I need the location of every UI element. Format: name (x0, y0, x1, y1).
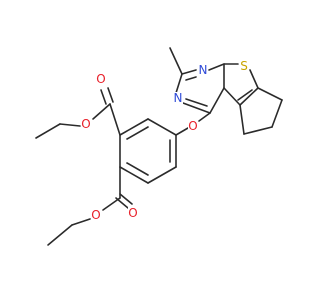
bond-benzene-1 (119, 118, 149, 136)
bond-cp-4 (239, 104, 245, 135)
bond-methyl (169, 47, 183, 75)
bond-cp-2 (271, 99, 283, 128)
bond-pyr-c4-n3 (182, 102, 211, 114)
bond-pyr-n1-c8a (208, 63, 225, 71)
atom-label-backdrop (239, 60, 249, 72)
bond-cp-1 (257, 87, 283, 101)
bond-benzene-4 (147, 166, 177, 184)
bond-lower-carbonyl-2 (119, 193, 133, 205)
bond-ethyl-upper-ch2 (59, 123, 81, 127)
bond-benzene-inner-1 (126, 126, 149, 140)
atom-labels: O O O O O N N S (81, 59, 249, 222)
atom-o-lower-carbonyl: O (128, 206, 137, 220)
atom-label-backdrop (198, 64, 208, 76)
bond-thio-c-c4a (223, 87, 241, 106)
bonds (35, 47, 283, 246)
bond-upper-carbonyl (100, 89, 107, 105)
atom-label-backdrop (188, 120, 198, 132)
atom-label-backdrop (91, 209, 101, 221)
atom-label-backdrop (128, 207, 138, 219)
bond-thio-c-c-inner (237, 89, 253, 101)
bond-o-pyrimidine (198, 112, 211, 122)
bond-cp-3 (243, 126, 273, 135)
bond-benzene-2 (147, 118, 177, 136)
bond-pyr-c2-n1 (181, 69, 197, 75)
molecule-diagram: O O O O O N N S (35, 47, 283, 246)
atom-o-upper-carbonyl: O (96, 72, 105, 86)
atom-n-lower: N (174, 91, 183, 105)
bond-pyr-n3-c2 (175, 73, 183, 94)
bond-thio-s-c (249, 69, 259, 89)
atom-o-lower-ether: O (91, 208, 100, 222)
bond-benzene-5 (119, 166, 149, 184)
atom-o-upper-ether: O (81, 117, 90, 131)
bond-benzene-inner-3 (126, 162, 149, 176)
atom-n-upper: N (199, 63, 208, 77)
bond-pyr-c2-n1-inner (185, 76, 197, 81)
bond-lower-o-ch2 (71, 218, 91, 226)
bond-lower-ester-c-o (102, 197, 121, 211)
bond-pyr-c4-n3-inner (185, 98, 208, 107)
bond-ethyl-upper-ch3 (35, 123, 61, 139)
bond-aryl-o (175, 127, 189, 136)
bond-upper-carbonyl-2 (107, 87, 114, 103)
bond-pyr-c4-c4a (209, 87, 225, 114)
bond-upper-ester-ring (109, 103, 121, 136)
bond-upper-ester-o-c (92, 103, 111, 120)
atom-label-backdrop (173, 92, 183, 104)
atom-o-aryl-ether: O (188, 119, 197, 133)
atom-label-backdrop (96, 73, 106, 85)
atom-label-backdrop (81, 118, 91, 130)
bond-lower-ch2-ch3 (47, 224, 73, 246)
molecule-structure: O O O O O N N S (35, 47, 283, 246)
bond-thio-c-c (239, 87, 259, 106)
atom-s-thiophene: S (240, 59, 248, 73)
